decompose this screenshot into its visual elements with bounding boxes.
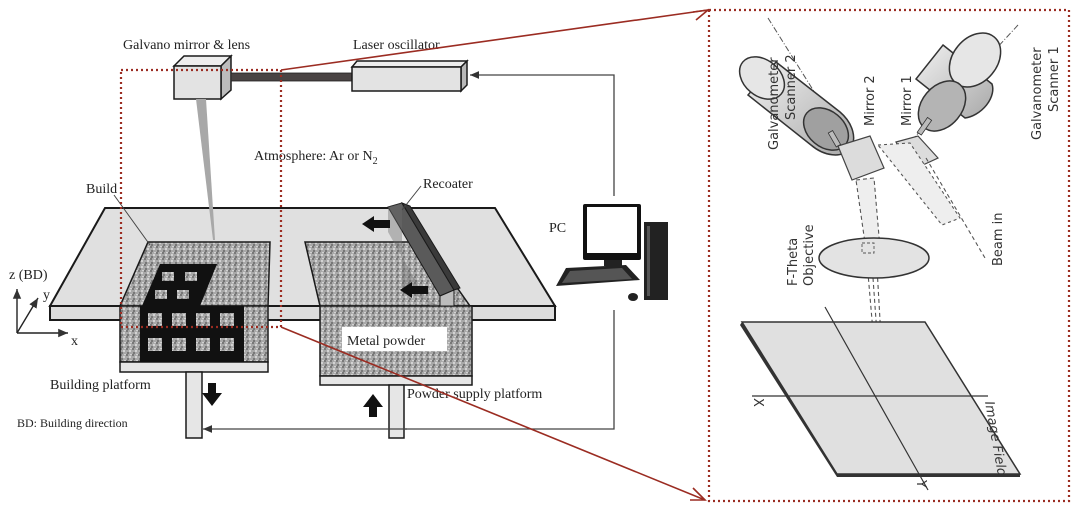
- beam-in-label: Beam in: [991, 212, 1006, 266]
- mirror1-label: Mirror 1: [900, 75, 915, 126]
- scanner1-label-line2: Scanner 1: [1047, 46, 1062, 112]
- left-panel: Galvano mirror & lens Laser oscillator A…: [9, 38, 668, 439]
- up-arrow-icon: [363, 394, 383, 417]
- right-panel: Galvanometer Scanner 2 Galvanometer Scan…: [707, 8, 1071, 503]
- pc-label: PC: [549, 221, 566, 236]
- coordinate-axes: [12, 289, 68, 338]
- recoater: [387, 202, 461, 307]
- building-platform-label: Building platform: [50, 378, 151, 393]
- objective-label-line2: Objective: [802, 224, 817, 286]
- galvano-mirror-box: [172, 54, 233, 101]
- down-arrow-icon: [202, 383, 222, 406]
- mirror-2: [837, 135, 885, 181]
- mirror2-label: Mirror 2: [863, 75, 878, 126]
- axis-x-label: x: [71, 334, 78, 349]
- f-theta-objective: [818, 237, 930, 279]
- fiber-tube: [230, 72, 354, 82]
- laser-oscillator-box: [350, 59, 469, 93]
- recoater-arrow-top: [362, 216, 390, 232]
- atmosphere-label: Atmosphere: Ar or N2: [254, 149, 378, 167]
- highlight-region-left: [119, 68, 283, 329]
- laser-label: Laser oscillator: [353, 38, 440, 53]
- recoater-leader-line: [401, 185, 422, 211]
- axis-y-label-right: Y: [913, 479, 928, 488]
- recoater-label: Recoater: [423, 177, 473, 192]
- galvano-label: Galvano mirror & lens: [123, 38, 250, 53]
- zoom-connectors: [280, 8, 711, 501]
- galvanometer-scanner-2: [738, 56, 855, 156]
- axis-z-label: z (BD): [9, 268, 48, 283]
- bd-legend-label: BD: Building direction: [17, 416, 128, 430]
- build-label: Build: [86, 182, 117, 197]
- control-wires: [203, 71, 615, 433]
- axis-y-label: y: [43, 288, 50, 303]
- recoater-arrow-bottom: [400, 282, 428, 298]
- powder-supply-platform-label: Powder supply platform: [407, 387, 542, 402]
- pc-icon: [556, 204, 668, 301]
- scanner2-label-line1: Galvanometer: [767, 57, 782, 150]
- highlight-region-right: [707, 8, 1071, 503]
- scanner1-label-line1: Galvanometer: [1030, 47, 1045, 140]
- galvanometer-scanner-1: [914, 32, 1002, 136]
- objective-label-line1: F-Theta: [786, 238, 801, 286]
- image-field-plane: [740, 306, 1022, 491]
- metal-powder-label: Metal powder: [347, 334, 425, 349]
- axis-x-label-right: X: [750, 398, 765, 407]
- build-part: [140, 264, 244, 362]
- beam-paths: [855, 142, 986, 391]
- scanner2-label-line2: Scanner 2: [784, 54, 799, 120]
- laser-beam: [196, 99, 215, 240]
